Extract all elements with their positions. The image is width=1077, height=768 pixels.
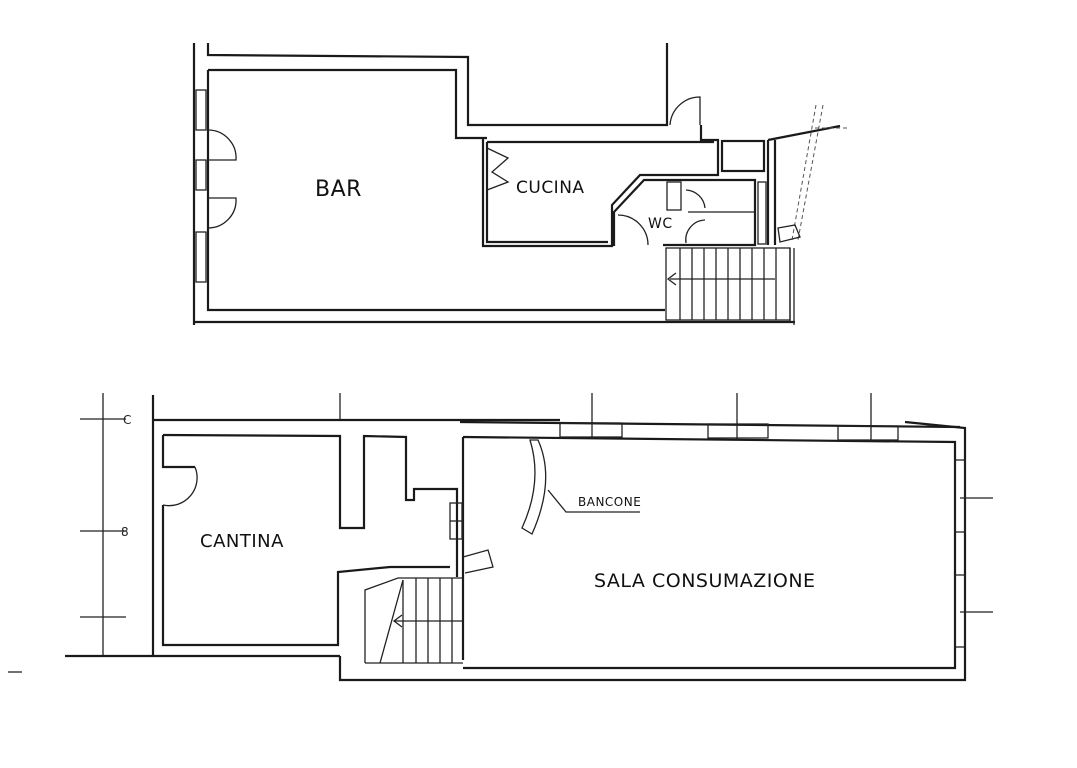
upper-floor-plan — [192, 43, 848, 325]
svg-text:8: 8 — [121, 525, 129, 539]
lower-stairs — [364, 577, 463, 664]
room-label-bar: BAR — [315, 177, 362, 202]
room-label-sala-consumazione: SALA CONSUMAZIONE — [594, 570, 816, 592]
upper-stairs — [665, 247, 795, 325]
svg-text:C: C — [123, 413, 131, 427]
annotation-bancone: BANCONE — [578, 495, 642, 509]
room-label-cantina: CANTINA — [200, 531, 284, 552]
room-label-wc: WC — [648, 216, 673, 232]
room-label-cucina: CUCINA — [516, 178, 585, 198]
lower-floor-plan: C 8 — [8, 393, 993, 682]
